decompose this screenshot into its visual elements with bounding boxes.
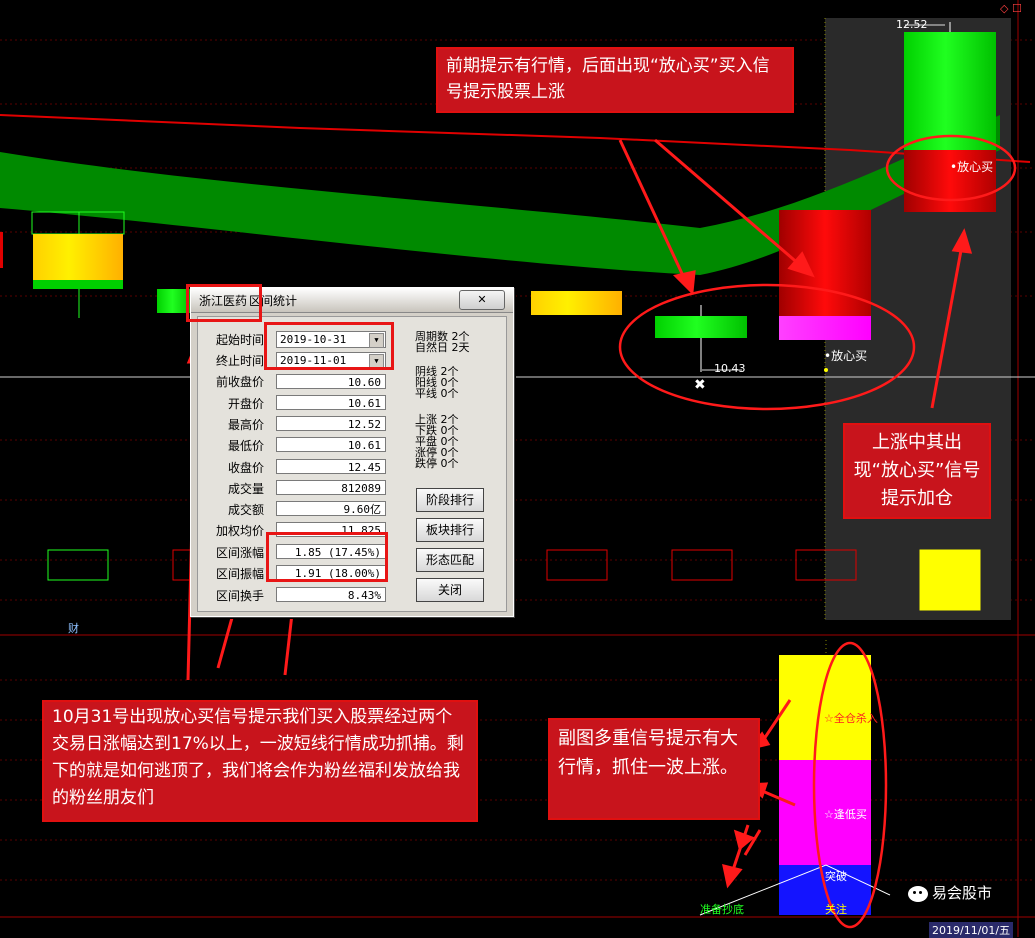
- unchanged-count: 平盘 0个: [415, 435, 459, 448]
- down-count: 下跌 0个: [415, 424, 459, 437]
- sub-label-zhunbei: 准备抄底: [700, 903, 744, 916]
- start-date-select[interactable]: 2019-10-31▼: [276, 331, 386, 348]
- field-label: 终止时间: [216, 354, 265, 368]
- caizi-badge[interactable]: 财: [68, 622, 79, 635]
- signal-label-1: •放心买: [824, 349, 868, 363]
- end-date-select[interactable]: 2019-11-01▼: [276, 352, 386, 369]
- pattern-match-button[interactable]: 形态匹配: [416, 548, 484, 572]
- stage-rank-button[interactable]: 阶段排行: [416, 488, 484, 512]
- signal-label-2: •放心买: [950, 160, 994, 174]
- highlight-ellipses: [618, 134, 1017, 929]
- limit-up-count: 涨停 0个: [415, 446, 459, 459]
- interval-change-field[interactable]: 1.85 (17.45%): [276, 544, 386, 559]
- annotation-bottom-right: 副图多重信号提示有大行情，抓住一波上涨。: [548, 718, 760, 820]
- close-button[interactable]: 关闭: [416, 578, 484, 602]
- cross-marker: ✖: [694, 377, 706, 393]
- yang-count: 阳线 0个: [415, 376, 459, 389]
- flat-count: 平线 0个: [415, 387, 459, 400]
- green-band: [0, 115, 1000, 275]
- highlight-stock-name: [186, 284, 262, 322]
- limit-down-count: 跌停 0个: [415, 457, 459, 470]
- dialog-close-button[interactable]: ✕: [459, 290, 505, 310]
- price-high-label: 12.52: [896, 18, 928, 31]
- dialog-stock-name: 浙江医药: [199, 294, 248, 308]
- sub-chart-bar[interactable]: [699, 655, 891, 916]
- wechat-icon: [908, 885, 928, 902]
- sector-rank-button[interactable]: 板块排行: [416, 518, 484, 542]
- dialog-body: 起始时间 终止时间 前收盘价 开盘价 最高价 最低价 收盘价 成交量 成交额 加…: [197, 316, 507, 612]
- field-label: 收盘价: [228, 461, 265, 475]
- volume-bars: [47, 549, 981, 611]
- candle-3[interactable]: [531, 291, 622, 315]
- field-label: 加权均价: [216, 524, 265, 538]
- period-count: 周期数 2个: [415, 330, 470, 343]
- field-label: 成交额: [228, 503, 265, 517]
- dialog-titlebar[interactable]: 浙江医药 区间统计 ✕: [191, 288, 513, 313]
- sub-label-tupo: 突破: [825, 870, 847, 883]
- turnover-field[interactable]: 9.60亿: [276, 501, 386, 516]
- sub-label-guanzhu: 关注: [825, 903, 847, 916]
- annotation-top: 前期提示有行情，后面出现“放心买”买入信号提示股票上涨: [436, 47, 794, 113]
- field-label: 最高价: [228, 418, 265, 432]
- prev-close-field[interactable]: 10.60: [276, 374, 386, 389]
- natural-days: 自然日 2天: [415, 341, 470, 354]
- window-icon[interactable]: ◇ ☐: [1000, 2, 1022, 15]
- close-price-field[interactable]: 12.45: [276, 459, 386, 474]
- annotation-right: 上涨中其出现“放心买”信号提示加仓: [843, 423, 991, 519]
- candle-4[interactable]: [655, 305, 747, 372]
- candle-1[interactable]: [31, 211, 125, 318]
- interval-stats-dialog[interactable]: 浙江医药 区间统计 ✕ 起始时间 终止时间 前收盘价 开盘价 最高价 最低价 收…: [190, 287, 514, 617]
- field-label: 成交量: [228, 482, 265, 496]
- sub-label-quancang: ☆全仓杀入: [824, 712, 878, 725]
- high-price-field[interactable]: 12.52: [276, 416, 386, 431]
- sub-label-fengdi: ☆逢低买: [824, 808, 867, 821]
- annotation-bottom-left: 10月31号出现放心买信号提示我们买入股票经过两个交易日涨幅达到17%以上，一波…: [42, 700, 478, 822]
- field-label: 最低价: [228, 439, 265, 453]
- highlight-changes: [266, 532, 388, 582]
- low-price-field[interactable]: 10.61: [276, 437, 386, 452]
- up-count: 上涨 2个: [415, 413, 459, 426]
- candle-2[interactable]: [157, 289, 191, 313]
- watermark: 易会股市: [908, 882, 992, 903]
- candle-6[interactable]: [904, 22, 996, 212]
- field-label: 前收盘价: [216, 375, 265, 389]
- field-label: 区间振幅: [216, 567, 265, 581]
- price-low-label: 10.43: [714, 362, 746, 375]
- field-label: 区间换手: [216, 589, 265, 603]
- field-label: 起始时间: [216, 333, 265, 347]
- volume-field[interactable]: 812089: [276, 480, 386, 495]
- candle-5[interactable]: [779, 210, 871, 340]
- chevron-down-icon[interactable]: ▼: [369, 333, 384, 348]
- yin-count: 阴线 2个: [415, 365, 459, 378]
- highlight-dates: [264, 322, 394, 370]
- open-price-field[interactable]: 10.61: [276, 395, 386, 410]
- field-label: 开盘价: [228, 397, 265, 411]
- candle-partial-left: [0, 232, 3, 268]
- field-label: 区间涨幅: [216, 546, 265, 560]
- date-label: 2019/11/01/五: [929, 922, 1014, 938]
- interval-turnover-field[interactable]: 8.43%: [276, 587, 386, 602]
